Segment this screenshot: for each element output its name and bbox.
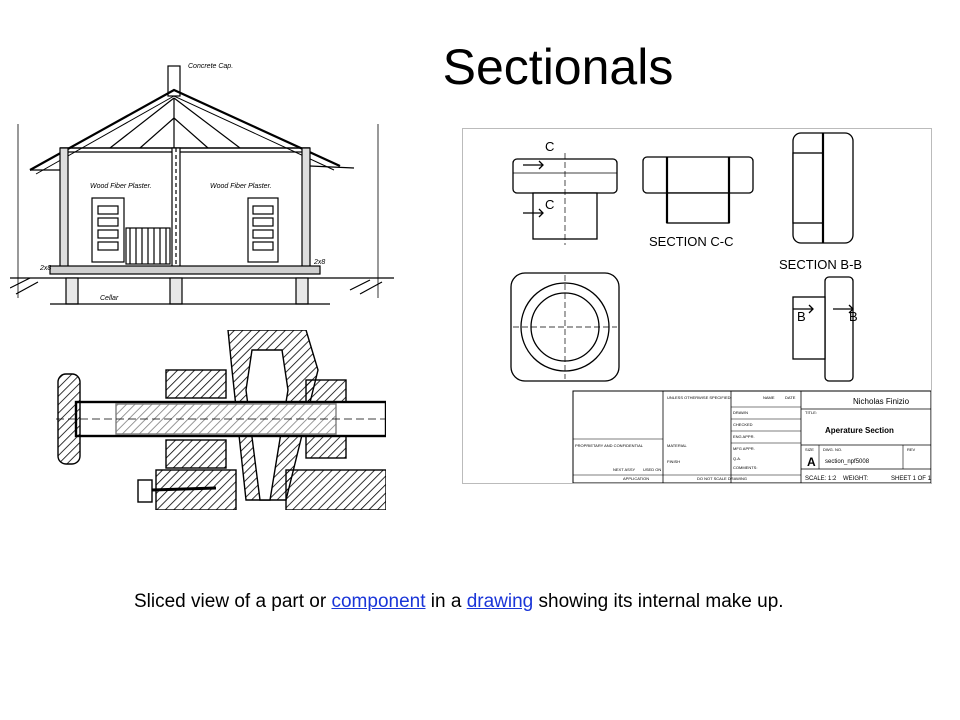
material-label: MATERIAL <box>667 443 687 448</box>
cut-c-bottom-label: C <box>545 197 554 212</box>
size-value: A <box>807 455 816 469</box>
mechanical-section-drawing <box>56 330 386 510</box>
drawn-label: DRAWN <box>733 410 748 415</box>
application-label: APPLICATION <box>623 476 649 481</box>
scale-label: SCALE: 1:2 <box>805 476 837 482</box>
wood-fiber-left-label: Wood Fiber Plaster. <box>90 183 152 190</box>
name-header: NAME <box>763 395 775 400</box>
drawing-title: Aperature Section <box>825 426 894 435</box>
drawing-link[interactable]: drawing <box>466 591 534 612</box>
unless-specified: UNLESS OTHERWISE SPECIFIED: <box>667 395 732 400</box>
cellar-label: Cellar <box>100 295 119 302</box>
caption-text-3: showing its internal make up. <box>533 591 784 612</box>
cut-c-top-label: C <box>545 139 554 154</box>
slide-title: Sectionals <box>442 39 674 95</box>
section-b-label: SECTION B-B <box>779 257 862 272</box>
date-header: DATE <box>785 395 796 400</box>
next-assy-label: NEXT ASSY <box>613 467 635 472</box>
house-section-svg: Concrete Cap. Wood Fiber Plaster. Wood F… <box>10 63 394 305</box>
cut-b-right-label: B <box>849 309 858 324</box>
cut-b-left-label: B <box>797 309 806 324</box>
eng-appr-label: ENG APPR. <box>733 434 755 439</box>
house-section-drawing: Concrete Cap. Wood Fiber Plaster. Wood F… <box>10 38 394 318</box>
concrete-cap-label: Concrete Cap. <box>188 63 233 70</box>
author-name: Nicholas Finizio <box>853 397 910 406</box>
engineering-drawing-sheet: C C SECTION C-C SECTION B-B B B UNLESS O… <box>462 128 932 484</box>
mechanical-section-svg <box>56 330 386 510</box>
section-c-label: SECTION C-C <box>649 234 734 249</box>
wood-fiber-right-label: Wood Fiber Plaster. <box>210 183 272 190</box>
pier-right-label: 2x8 <box>313 259 325 266</box>
dwg-no-value: section_npf5008 <box>825 459 870 465</box>
dwg-no-label: DWG. NO. <box>823 447 842 452</box>
sheet-label: SHEET 1 OF 1 <box>891 476 932 482</box>
checked-label: CHECKED <box>733 422 753 427</box>
used-on-label: USED ON <box>643 467 661 472</box>
slide-caption: Sliced view of a part or component in a … <box>134 588 864 615</box>
weight-label: WEIGHT: <box>843 476 868 482</box>
finish-label: FINISH <box>667 459 680 464</box>
pier-left-label: 2x8 <box>39 265 51 272</box>
caption-text-2: in a <box>425 591 467 612</box>
qa-label: Q.A. <box>733 456 741 461</box>
mfg-appr-label: MFG APPR. <box>733 446 755 451</box>
title-label: TITLE: <box>805 410 817 415</box>
caption-text-1: Sliced view of a part or <box>134 591 332 612</box>
comments-label: COMMENTS: <box>733 465 757 470</box>
proprietary-label: PROPRIETARY AND CONFIDENTIAL <box>575 443 644 448</box>
size-label: SIZE <box>805 447 814 452</box>
component-link[interactable]: component <box>331 591 426 612</box>
rev-label: REV <box>907 447 916 452</box>
engineering-sheet-svg: C C SECTION C-C SECTION B-B B B UNLESS O… <box>510 132 932 483</box>
do-not-scale-label: DO NOT SCALE DRAWING <box>697 476 747 481</box>
